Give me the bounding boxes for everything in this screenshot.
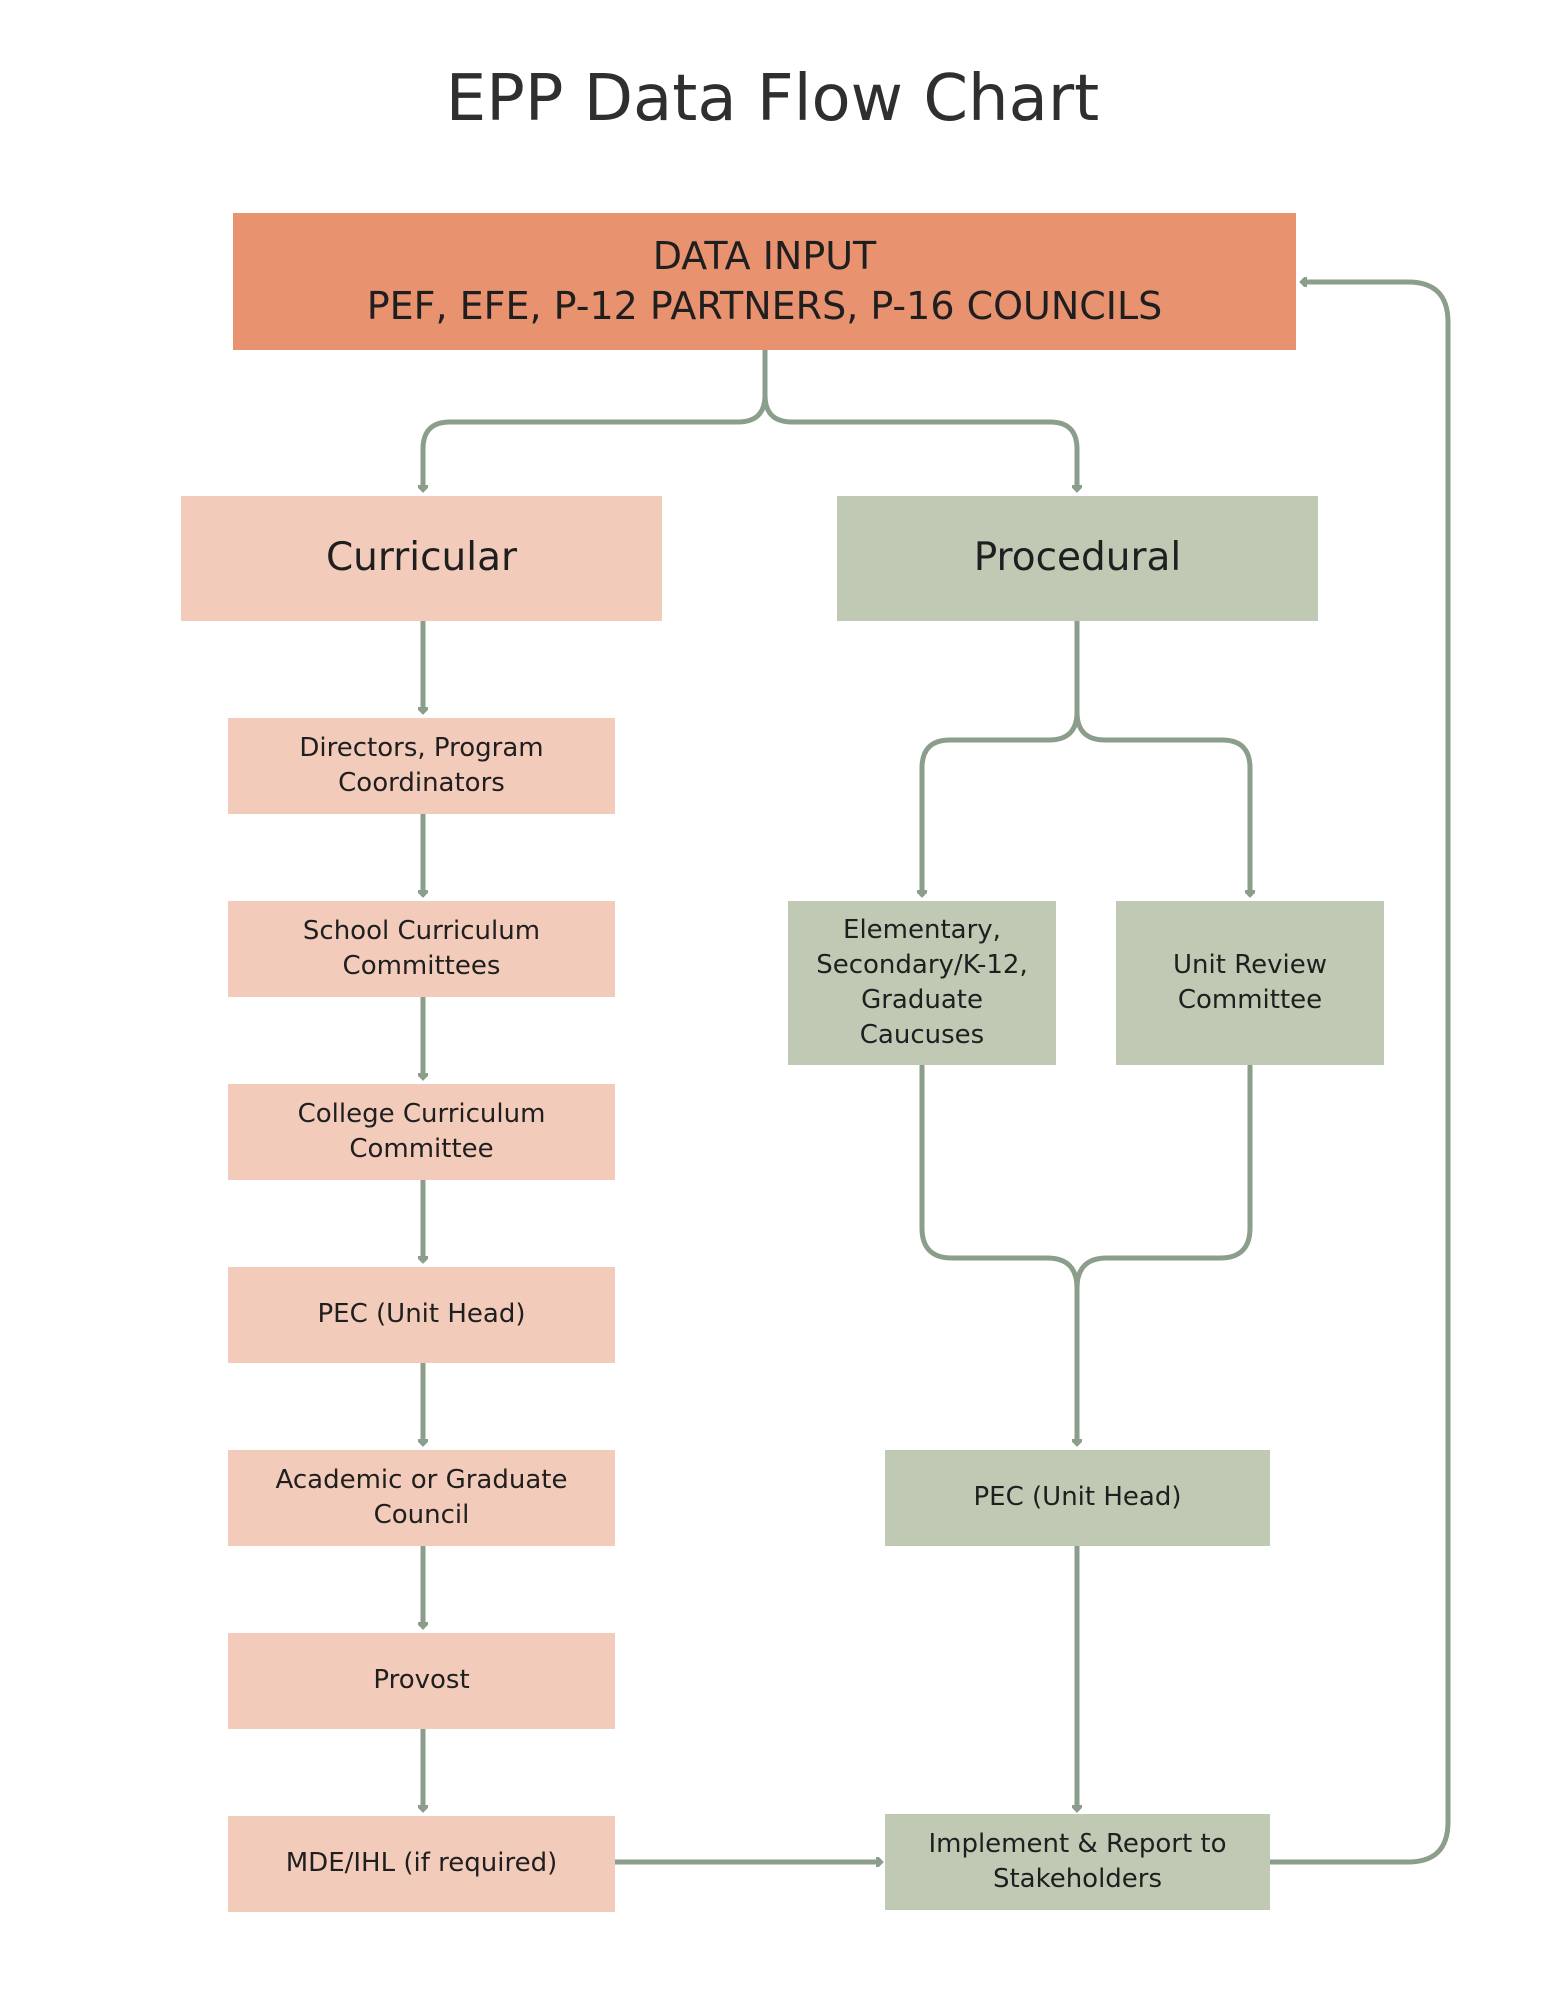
procedural-step-caucuses: Elementary, Secondary/K-12, Graduate Cau… (788, 901, 1056, 1065)
curricular-step-school-committees: School Curriculum Committees (228, 901, 615, 997)
curricular-heading-box: Curricular (181, 496, 662, 621)
arrow-procedural-to-unit-review (1074, 711, 1250, 895)
curricular-heading: Curricular (325, 535, 518, 581)
procedural-step-implement: Implement & Report to Stakeholders (885, 1814, 1270, 1910)
procedural-heading-box: Procedural (837, 496, 1318, 621)
procedural-heading: Procedural (973, 535, 1182, 581)
curricular-step-provost: Provost (228, 1633, 615, 1729)
arrow-unit-review-merge (1077, 1065, 1253, 1444)
procedural-step-unit-review: Unit Review Committee (1116, 901, 1384, 1065)
arrow-feedback-loop (1270, 282, 1451, 1865)
curricular-step-council: Academic or Graduate Council (228, 1450, 615, 1546)
procedural-step-pec: PEC (Unit Head) (885, 1450, 1270, 1546)
arrow-input-to-curricular (423, 350, 768, 490)
data-input-sources: PEF, EFE, P-12 PARTNERS, P-16 COUNCILS (366, 283, 1163, 328)
curricular-step-college-committee: College Curriculum Committee (228, 1084, 615, 1180)
curricular-step-directors: Directors, Program Coordinators (228, 718, 615, 814)
data-input-title: DATA INPUT (652, 234, 877, 279)
arrow-procedural-to-caucuses (922, 621, 1080, 895)
page-title: EPP Data Flow Chart (445, 62, 1100, 136)
curricular-step-mde-ihl: MDE/IHL (if required) (228, 1816, 615, 1912)
arrow-input-to-procedural (762, 394, 1077, 490)
data-input-box: DATA INPUT PEF, EFE, P-12 PARTNERS, P-16… (233, 213, 1296, 350)
arrow-caucuses-merge (919, 1065, 1080, 1289)
curricular-step-pec: PEC (Unit Head) (228, 1267, 615, 1363)
